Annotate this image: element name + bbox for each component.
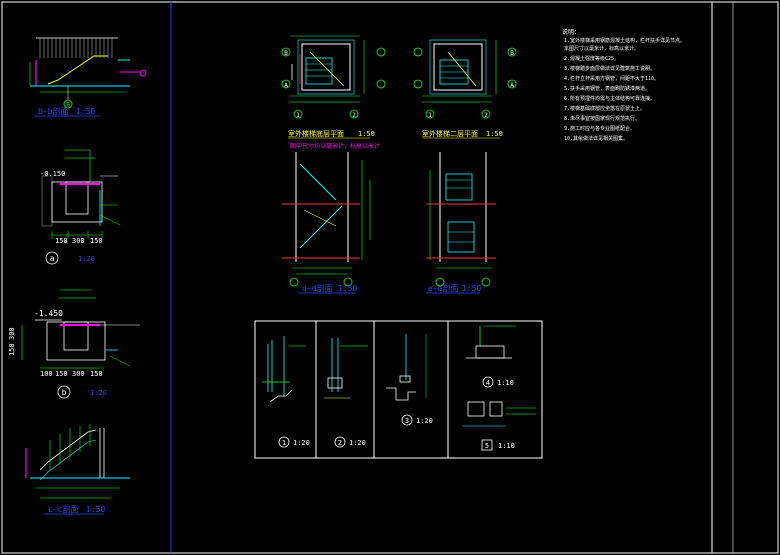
detail-b-dim-1: 100 (40, 370, 53, 378)
detail-b-dim-3: 300 (72, 370, 85, 378)
section-d-scale: 1:50 (338, 284, 357, 293)
plan-ground-title: 室外楼梯底层平面 (288, 129, 344, 138)
plan-upper-axis-2: 2 (484, 112, 488, 119)
plan-note: 图中尺寸均以毫米计，标高以米计 (290, 142, 380, 150)
detail-panel: 1 1:20 2 1:20 3 1:20 4 1:10 5 1:10 (254, 320, 543, 459)
detail-1-num: 1 (282, 439, 286, 447)
section-c-title: c—c剖面 (48, 504, 78, 514)
plan-upper-title: 室外楼梯二层平面 (422, 129, 478, 138)
detail-b: 300 150 -1.450 100 150 300 150 b 1:20 (8, 289, 140, 399)
plan-ground-axis-a: A (284, 82, 288, 89)
detail-5-scale: 1:10 (498, 442, 515, 450)
plan-upper-axis-1: 1 (428, 112, 432, 119)
plan-ground-scale: 1:50 (358, 130, 375, 138)
detail-b-scale: 1:20 (90, 389, 107, 397)
detail-b-dim-4: 150 (90, 370, 103, 378)
section-e-e: e—e剖面 1:50 (426, 152, 496, 294)
section-b-scale: 1:50 (76, 107, 95, 116)
plan-upper-axis-a: A (510, 82, 514, 89)
notes-line-1: 1.室外楼梯采用钢筋混凝土结构，栏杆扶手详见节点。 (564, 37, 685, 44)
detail-a-dim-2: 300 (72, 237, 85, 245)
design-notes: 说明： 1.室外楼梯采用钢筋混凝土结构，栏杆扶手详见节点。 本图尺寸以毫米计，标… (562, 28, 685, 142)
detail-b-tag: b (62, 388, 67, 397)
section-b-b: B b—b剖面 1:50 (29, 37, 147, 117)
plan-ground-floor: A B 1 2 室外楼梯底层平面 1:50 图中尺寸均以毫米计，标高以米计 (281, 35, 386, 150)
section-e-title: e—e剖面 (428, 283, 458, 293)
detail-a-dim-1: 150 (55, 237, 68, 245)
plan-ground-axis-b: B (284, 50, 288, 57)
detail-a-tag: a (50, 254, 55, 263)
detail-b-side-dim-2: 150 (8, 343, 16, 356)
notes-line-4: 3.楼梯踏步面层做法详见建筑施工说明。 (564, 65, 655, 72)
detail-b-dim-2: 150 (55, 370, 68, 378)
section-e-scale: 1:50 (462, 284, 481, 293)
section-d-d: d—d剖面 1:50 (282, 152, 371, 294)
detail-1-scale: 1:20 (293, 439, 310, 447)
section-c-c: c—c剖面 1:50 (25, 424, 130, 515)
detail-4-scale: 1:10 (497, 379, 514, 387)
plan-ground-axis-1: 1 (296, 112, 300, 119)
detail-2-num: 2 (338, 439, 342, 447)
detail-b-level: -1.450 (34, 309, 63, 318)
notes-line-10: 9.施工时应与各专业图纸配合。 (564, 125, 635, 132)
detail-a-level: -0.150 (40, 170, 65, 178)
notes-line-9: 8.未尽事宜按国家现行规范执行。 (564, 115, 640, 122)
detail-2-scale: 1:20 (349, 439, 366, 447)
detail-a: -0.150 150 300 150 a 1:20 (40, 149, 121, 265)
detail-4-num: 4 (486, 379, 490, 387)
notes-line-3: 2.混凝土强度等级C25。 (564, 55, 619, 62)
section-b-title: b—b剖面 (38, 106, 68, 116)
axis-tag: B (66, 102, 70, 109)
detail-a-scale: 1:20 (78, 255, 95, 263)
notes-heading: 说明： (562, 28, 580, 36)
detail-b-side-dim-1: 300 (8, 327, 16, 340)
plan-upper-floor: A B 1 2 室外楼梯二层平面 1:50 (413, 39, 517, 139)
notes-line-7: 6.所有预埋件均需与主体结构可靠连接。 (564, 95, 655, 102)
notes-line-6: 5.扶手采用钢管，表面刷防锈漆两道。 (564, 85, 650, 92)
notes-line-2: 本图尺寸以毫米计，标高以米计。 (564, 45, 639, 52)
detail-3-scale: 1:20 (416, 417, 433, 425)
plan-ground-axis-2: 2 (352, 112, 356, 119)
notes-line-11: 10.其余做法详见相关图集。 (564, 135, 628, 142)
notes-line-8: 7.楼梯基础底部应坐落在原状土上。 (564, 105, 645, 112)
detail-3-num: 3 (405, 417, 409, 425)
notes-line-5: 4.栏杆立杆采用方钢管，间距不大于110。 (564, 75, 659, 82)
detail-a-dim-3: 150 (90, 237, 103, 245)
plan-upper-axis-b: B (510, 50, 514, 57)
section-c-scale: 1:50 (86, 505, 105, 514)
detail-5-num: 5 (485, 442, 489, 450)
plan-upper-scale: 1:50 (486, 130, 503, 138)
section-d-title: d—d剖面 (302, 283, 332, 293)
